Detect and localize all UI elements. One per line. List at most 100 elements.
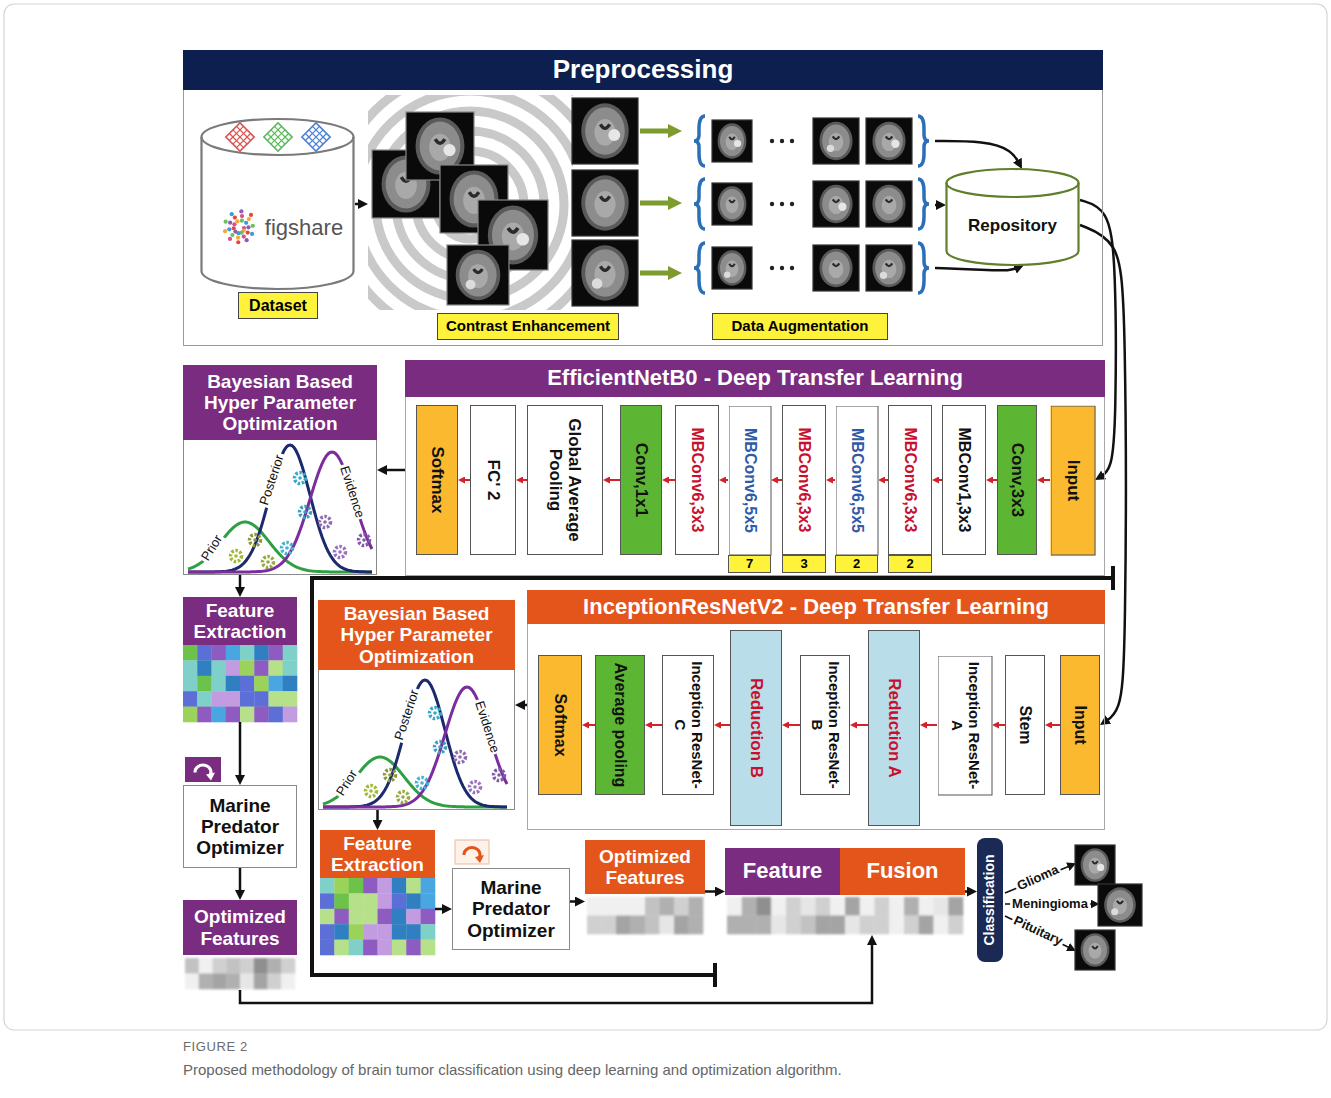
ring (368, 95, 573, 310)
grid-cell (226, 676, 241, 692)
mri-thumbnail (572, 98, 638, 164)
gear-hub (401, 795, 405, 799)
node-text: Preprocessing (183, 50, 1103, 90)
gear-icon (494, 770, 505, 781)
lattice-line (271, 130, 285, 144)
flow-connector (382, 469, 405, 472)
distribution-curve (323, 680, 507, 807)
node-text: Reduction B (730, 630, 782, 826)
grid-cell (254, 645, 269, 661)
node-text: Average pooling (595, 655, 645, 795)
ring (368, 95, 573, 310)
network-layer: Softmax (416, 405, 458, 555)
flow-connector (723, 479, 729, 481)
network-layer: Average pooling (595, 655, 645, 795)
grid-cell (349, 924, 364, 940)
mri-frame (813, 245, 859, 291)
grid-cell (240, 676, 255, 692)
grid-cell (948, 916, 963, 935)
logo-dot (250, 232, 254, 236)
grid-cell (269, 660, 284, 676)
mri-thumbnail (866, 118, 912, 164)
gear-icon (295, 473, 306, 484)
gear-hub (323, 520, 327, 524)
grid-cell (349, 909, 364, 925)
optimized-feature-grid (727, 897, 963, 934)
feature-grid (183, 645, 297, 722)
flow-connector (854, 724, 869, 726)
grid-cell (283, 676, 298, 692)
gear-icon (417, 778, 428, 789)
grid-cell (421, 878, 436, 894)
grid-cell (185, 974, 199, 990)
ventricles (833, 199, 839, 202)
grid-cell (199, 958, 213, 974)
node-text: 7 (728, 555, 771, 573)
gear-icon (385, 770, 396, 781)
grid-cell (349, 940, 364, 956)
flow-connector (990, 479, 998, 481)
cylinder-body (202, 137, 354, 289)
node-text: Inception ResNet-C (662, 655, 714, 795)
logo-dot (246, 225, 250, 229)
mri-thumbnail (813, 181, 859, 227)
data-augmentation-stage: Data Augmentation (682, 108, 935, 342)
network-layer: FC' 2 (470, 405, 516, 555)
gear-hub (266, 560, 270, 564)
grid-cell (742, 897, 757, 916)
logo-dot (232, 222, 236, 226)
grid-cell (281, 958, 295, 974)
tumor (443, 144, 455, 156)
flow-connector (935, 141, 1020, 165)
grid-cell (320, 893, 335, 909)
mri-frame (572, 98, 638, 164)
tumor (1097, 864, 1104, 871)
grid-cell (860, 916, 875, 935)
brain-core (726, 196, 739, 213)
grid-cell (334, 878, 349, 894)
gear-icon (300, 507, 311, 518)
network-layer: MBConv6,3x32 (888, 405, 932, 555)
grid-cell (254, 974, 268, 990)
grid-cell (226, 707, 241, 723)
flow-connector (924, 724, 938, 726)
network-layer: MBConv1,3x3 (942, 405, 986, 555)
brain (1083, 936, 1107, 965)
gear-hub (285, 546, 289, 550)
figure-number: FIGURE 2 (183, 1040, 248, 1054)
figure-frame (4, 4, 1327, 1030)
brace (918, 116, 929, 166)
grid-cell (757, 897, 772, 916)
grid-cell (421, 909, 436, 925)
flow-connector (640, 201, 675, 206)
grid-cell (378, 940, 393, 956)
brain (1083, 851, 1107, 880)
grid-cell (904, 916, 919, 935)
logo-dot (240, 219, 244, 223)
node-text: Repository (945, 198, 1080, 254)
grid-cell (406, 940, 421, 956)
node-text: 2 (888, 555, 932, 573)
grid-cell (254, 707, 269, 723)
grid-cell (283, 691, 298, 707)
ellipsis-dot (770, 202, 774, 206)
brain (822, 124, 850, 157)
ring (368, 95, 573, 310)
network-layer: MBConv6,3x3 (675, 405, 719, 555)
mri-frame (813, 118, 859, 164)
skull (1081, 848, 1110, 882)
gear-hub (362, 538, 366, 542)
mri-thumbnail (712, 120, 752, 162)
annotation-label: Evidence (336, 462, 367, 521)
node-text: Marine Predator Optimizer (183, 785, 297, 868)
grid-cell (392, 878, 407, 894)
grid-cell (197, 660, 212, 676)
grid-cell (875, 897, 890, 916)
ellipsis-dot (780, 139, 784, 143)
logo-dot (235, 219, 239, 223)
grid-cell (948, 897, 963, 916)
logo-dot (228, 221, 232, 225)
logo-dot (251, 224, 255, 228)
annotation-label: Posterior (257, 451, 288, 509)
grid-cell (674, 897, 689, 916)
